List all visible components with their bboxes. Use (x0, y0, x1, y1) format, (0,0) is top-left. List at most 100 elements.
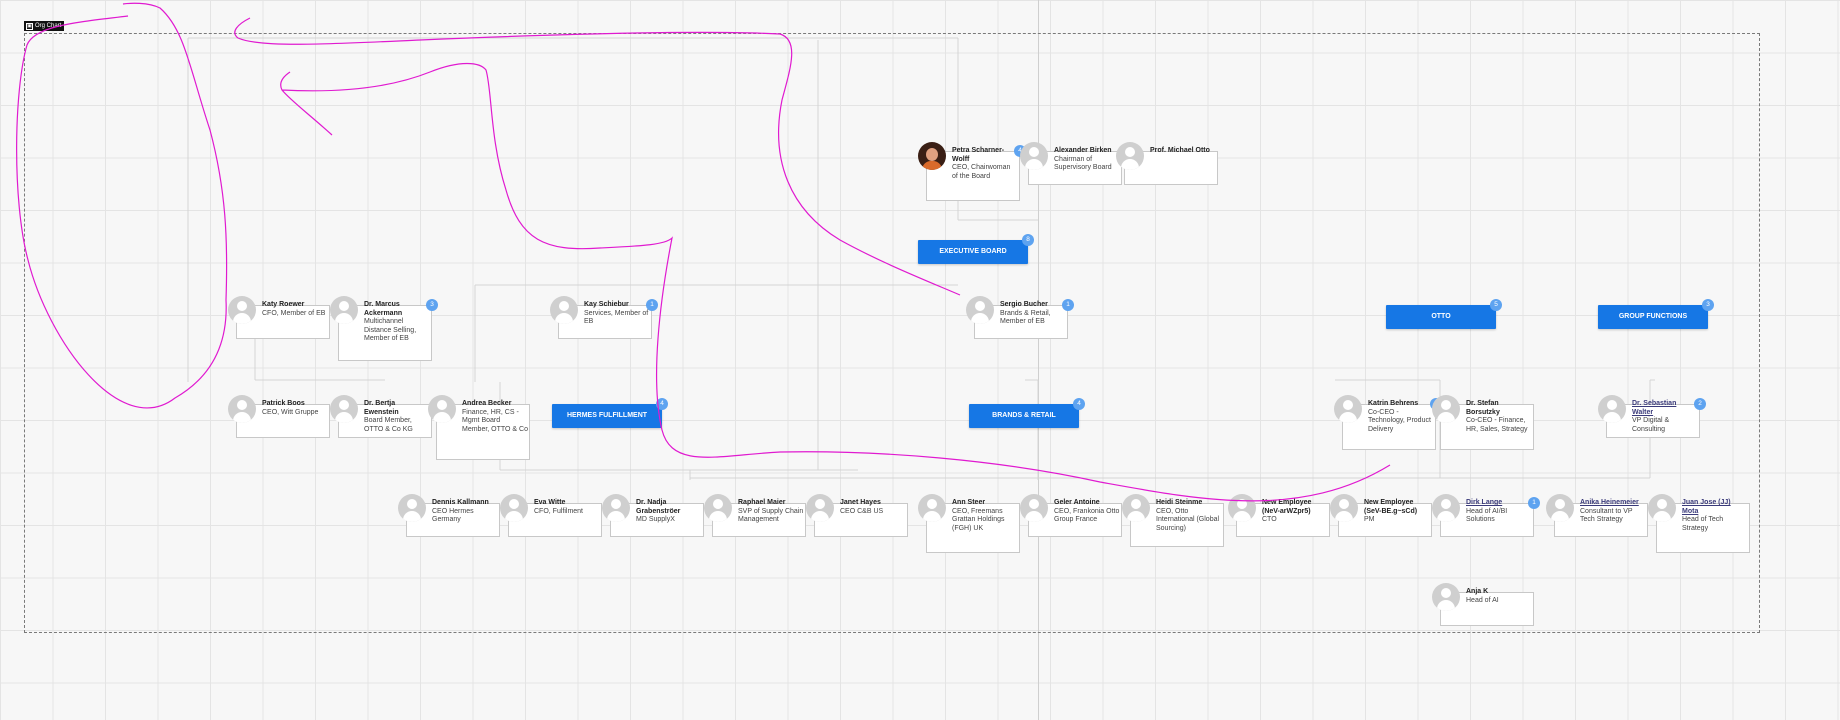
avatar-placeholder-icon[interactable] (1228, 494, 1256, 522)
avatar-placeholder-icon[interactable] (228, 296, 256, 324)
person-role: CEO C&B US (840, 507, 884, 515)
department-node-brands[interactable]: BRANDS & RETAIL (969, 404, 1079, 428)
avatar-placeholder-icon[interactable] (1020, 494, 1048, 522)
person-role: CEO Hermes Germany (432, 507, 474, 524)
avatar-placeholder-icon[interactable] (966, 296, 994, 324)
person-name[interactable]: Juan Jose (JJ) Mota (1682, 499, 1731, 515)
person-role: Head of AI/BI Solutions (1466, 507, 1508, 524)
person-info: New Employee (SeV-BE.g~sCd)PM (1364, 499, 1430, 525)
person-name[interactable]: Dirk Lange (1466, 499, 1503, 506)
person-role: Multichannel Distance Selling, Member of… (364, 318, 417, 343)
person-name[interactable]: Anika Heinemeier (1580, 499, 1639, 506)
child-count-badge[interactable]: 2 (1694, 398, 1706, 410)
avatar-placeholder-icon[interactable] (1122, 494, 1150, 522)
avatar-placeholder-icon[interactable] (806, 494, 834, 522)
person-role: Co-CEO - Finance, HR, Sales, Strategy (1466, 417, 1528, 433)
person-name: Andrea Becker (462, 400, 512, 407)
avatar-placeholder-icon[interactable] (1334, 395, 1362, 423)
avatar-placeholder-icon[interactable] (1116, 142, 1144, 170)
person-card-alexander[interactable] (1028, 151, 1122, 185)
person-card-marcus[interactable] (338, 305, 432, 361)
avatar-placeholder-icon[interactable] (1020, 142, 1048, 170)
avatar-placeholder-icon[interactable] (228, 395, 256, 423)
child-count-badge[interactable]: 1 (646, 299, 658, 311)
grid-guide-line (1038, 0, 1039, 720)
person-name[interactable]: Dr. Sebastian Walter (1632, 400, 1677, 416)
person-role: CFO, Member of EB (262, 309, 326, 317)
department-node-otto[interactable]: OTTO (1386, 305, 1496, 329)
executive-board-label: EXECUTIVE BOARD (939, 248, 1007, 255)
child-count-badge[interactable]: 1 (1062, 299, 1074, 311)
avatar-placeholder-icon[interactable] (330, 296, 358, 324)
avatar-placeholder-icon[interactable] (1598, 395, 1626, 423)
frame-label-text: Org Chart (35, 23, 62, 29)
person-name: Anja K (1466, 588, 1489, 595)
child-count-badge[interactable]: 5 (1490, 299, 1502, 311)
person-name: New Employee (NeV-arWZpr5) (1262, 499, 1312, 515)
person-role: CEO, Otto International (Global Sourcing… (1156, 507, 1220, 532)
person-role: Co-CEO - Technology, Product Delivery (1368, 408, 1431, 433)
child-count-badge[interactable]: 3 (426, 299, 438, 311)
person-role: CTO (1262, 516, 1277, 524)
child-count-badge[interactable]: 3 (1702, 299, 1714, 311)
person-name: Petra Scharner-Wolff (952, 147, 1005, 163)
person-info: New Employee (NeV-arWZpr5)CTO (1262, 499, 1328, 525)
person-name: Geler Antoine (1054, 499, 1100, 506)
person-name: New Employee (SeV-BE.g~sCd) (1364, 499, 1418, 515)
department-label: BRANDS & RETAIL (992, 412, 1056, 419)
avatar-photo[interactable] (918, 142, 946, 170)
person-role: Finance, HR, CS - Mgmt Board Member, OTT… (462, 408, 528, 433)
avatar-placeholder-icon[interactable] (918, 494, 946, 522)
child-count-badge[interactable]: 4 (1073, 398, 1085, 410)
avatar-placeholder-icon[interactable] (1432, 583, 1460, 611)
avatar-placeholder-icon[interactable] (500, 494, 528, 522)
avatar-placeholder-icon[interactable] (428, 395, 456, 423)
avatar-placeholder-icon[interactable] (330, 395, 358, 423)
person-role: Board Member, OTTO & Co KG (364, 417, 413, 433)
department-node-groupfn[interactable]: GROUP FUNCTIONS (1598, 305, 1708, 329)
person-name: Dr. Nadja Grabenströer (636, 499, 681, 515)
person-role: Services, Member of EB (584, 309, 649, 326)
avatar-placeholder-icon[interactable] (1546, 494, 1574, 522)
person-role: Brands & Retail, Member of EB (1000, 309, 1051, 326)
avatar-placeholder-icon[interactable] (1432, 395, 1460, 423)
department-label: HERMES FULFILLMENT (566, 412, 648, 419)
avatar-placeholder-icon[interactable] (704, 494, 732, 522)
person-name: Dennis Kallmann (432, 499, 489, 506)
person-role: PM (1364, 516, 1375, 524)
selection-frame[interactable] (24, 33, 1760, 633)
person-role: VP Digital & Consulting (1632, 417, 1670, 433)
person-role: SVP of Supply Chain Management (738, 507, 804, 524)
executive-board-node[interactable]: EXECUTIVE BOARD (918, 240, 1028, 264)
person-role: Head of Tech Strategy (1682, 516, 1724, 532)
avatar-placeholder-icon[interactable] (550, 296, 578, 324)
child-count-badge[interactable]: 8 (1022, 234, 1034, 246)
avatar-placeholder-icon[interactable] (1330, 494, 1358, 522)
person-card-patrick[interactable] (236, 404, 330, 438)
child-count-badge[interactable]: 4 (656, 398, 668, 410)
avatar-placeholder-icon[interactable] (398, 494, 426, 522)
frame-label[interactable]: ▣ Org Chart (24, 21, 65, 31)
avatar-placeholder-icon[interactable] (1432, 494, 1460, 522)
avatar-placeholder-icon[interactable] (1648, 494, 1676, 522)
department-node-hermes[interactable]: HERMES FULFILLMENT (552, 404, 662, 428)
avatar-placeholder-icon[interactable] (602, 494, 630, 522)
child-count-badge[interactable]: 1 (1528, 497, 1540, 509)
person-name: Dr. Bertja Ewenstein (364, 400, 399, 416)
